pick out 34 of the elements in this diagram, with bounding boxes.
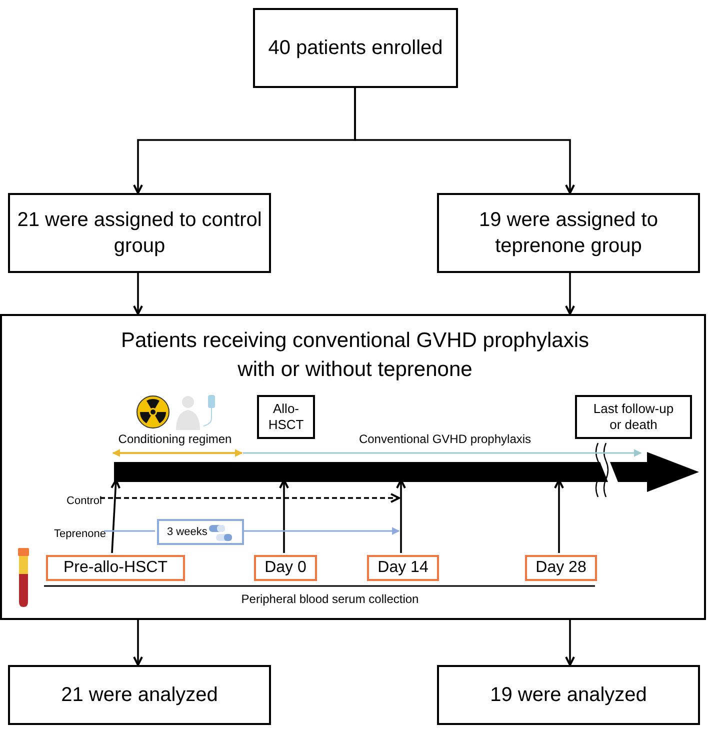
arrow [100,493,400,503]
process-box: 21 were analyzed [8,665,271,725]
arrow [396,479,406,553]
duration-text: 3 weeks [167,526,208,538]
timeline-label: Conditioning regimen [117,432,233,446]
arrow [242,527,400,535]
arrow [110,479,121,554]
process-box: 21 were assigned to control group [8,193,271,273]
timeline-label: Peripheral blood serum collection [240,592,420,606]
panel-box [0,314,706,620]
row-label: Teprenone [32,525,106,543]
arrow [565,620,575,666]
arrow [133,273,143,315]
arrow [554,479,564,553]
edge-label: Conventional GVHD prophylaxis [358,432,532,446]
panel-title: Patients receiving conventional GVHD prophylaxis with or without teprenone [120,328,590,384]
connector-line [104,530,155,532]
event-box: Last follow-up or death [575,395,692,439]
sample-day-box: Day 0 [254,555,317,581]
process-box: 40 patients enrolled [253,8,458,88]
event-box: Allo-HSCT [257,395,315,439]
process-box: 19 were assigned to teprenone group [437,193,700,273]
sample-day-box: Day 28 [525,555,597,581]
sample-day-box: Pre-allo-HSCT [46,555,185,581]
arrow [243,449,642,457]
arrow [565,273,575,315]
process-box: 19 were analyzed [437,665,700,725]
arrow [133,620,143,666]
sample-day-box: Day 14 [367,555,439,581]
row-label: Control [32,492,102,510]
arrow [354,88,575,194]
timeline-arrow [114,452,699,492]
arrow [279,479,289,553]
duration-box [157,519,244,545]
